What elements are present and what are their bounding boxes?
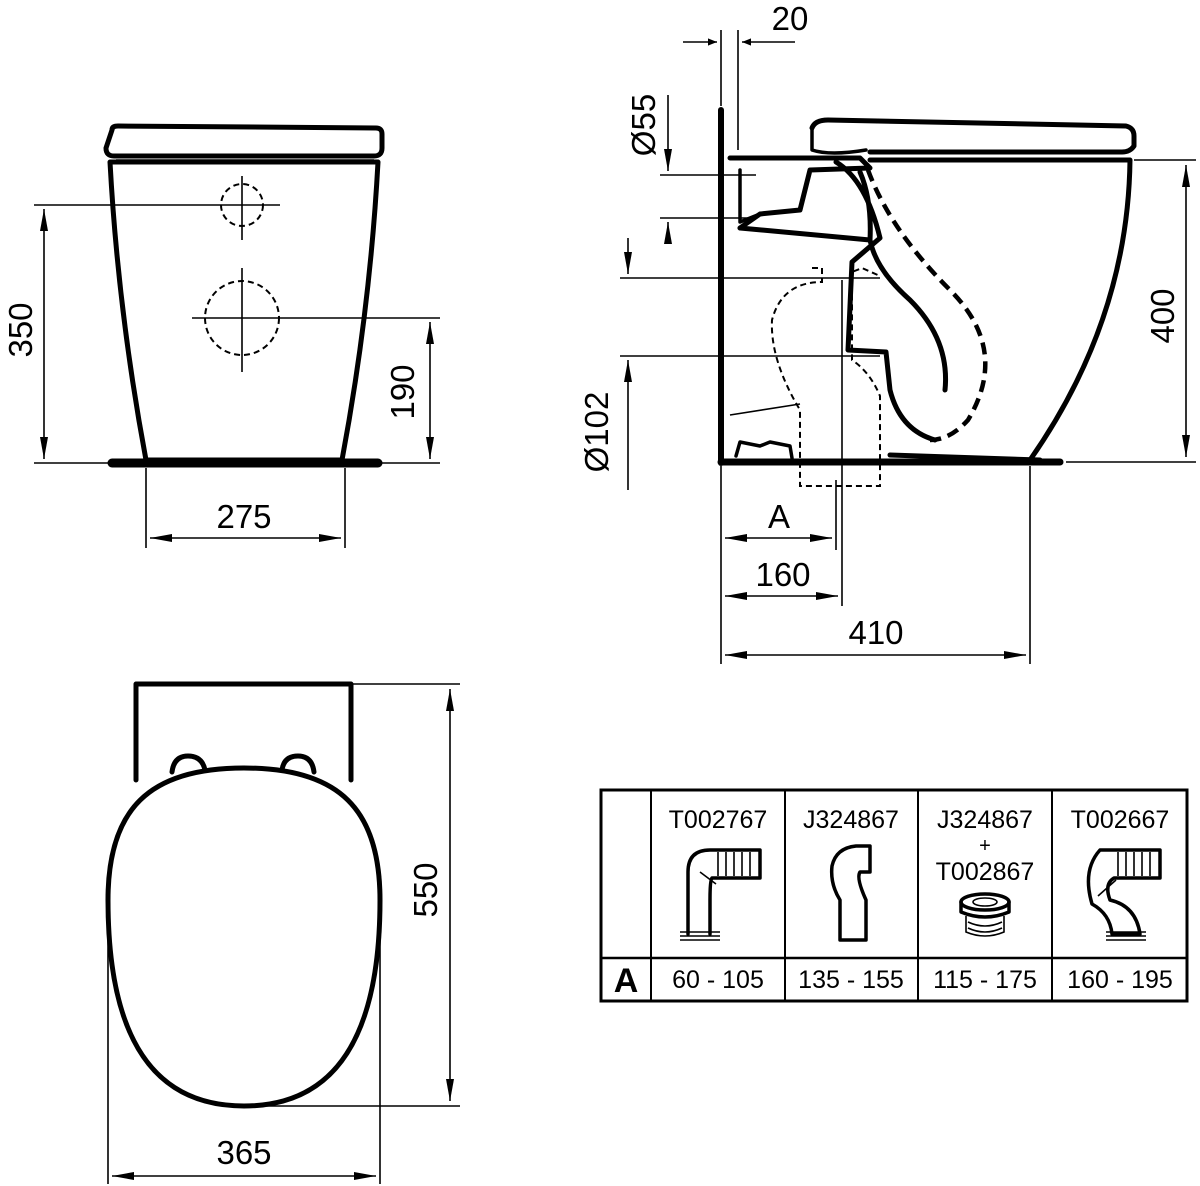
side-trapway — [833, 159, 949, 443]
front-view: 350 190 275 — [2, 123, 440, 548]
table-col-2-range: 135 - 155 — [798, 966, 904, 994]
table-row-label: A — [614, 962, 639, 1000]
table-col-3-code-extra: T002867 — [936, 858, 1035, 886]
front-lid — [103, 123, 385, 159]
dim-365-label: 365 — [216, 1134, 271, 1171]
dim-350-label: 350 — [2, 302, 39, 357]
dim-d102-label: Ø102 — [578, 392, 615, 473]
dim-A-label: A — [768, 498, 790, 535]
table-col-4-code: T002667 — [1071, 806, 1170, 834]
dim-275-label: 275 — [216, 498, 271, 535]
connector-table: A T002767 60 - 105 J324867 135 - 155 J32… — [599, 788, 1189, 1003]
dim-410-label: 410 — [848, 614, 903, 651]
dim-400-label: 400 — [1144, 288, 1181, 343]
table-col-2-code: J324867 — [803, 806, 899, 834]
connector-s-bend-icon — [1086, 848, 1162, 941]
dim-550-label: 550 — [407, 862, 444, 917]
connector-pan-bend-icon — [680, 848, 762, 941]
top-seat — [105, 765, 383, 1109]
dim-190-label: 190 — [384, 364, 421, 419]
connector-offset-icon — [829, 844, 872, 942]
dim-20-label: 20 — [772, 0, 809, 37]
connector-seal-ring-icon — [959, 892, 1011, 937]
outlet-pipe-outline — [770, 266, 881, 487]
table-col-3-plus: + — [979, 835, 991, 857]
dim-160-label: 160 — [755, 556, 810, 593]
table-col-1-range: 60 - 105 — [672, 966, 764, 994]
table-col-1-code: T002767 — [669, 806, 768, 834]
top-view: 550 365 — [105, 681, 460, 1184]
front-bowl — [107, 159, 381, 463]
side-lid — [809, 117, 1137, 155]
table-col-4-range: 160 - 195 — [1067, 966, 1173, 994]
dim-d55-label: Ø55 — [625, 94, 662, 156]
side-view: 20 Ø55 Ø102 400 — [578, 0, 1196, 664]
table-col-3-range: 115 - 175 — [933, 966, 1037, 994]
table-col-3-code: J324867 — [937, 806, 1033, 834]
side-bowl-outer — [867, 157, 1133, 463]
